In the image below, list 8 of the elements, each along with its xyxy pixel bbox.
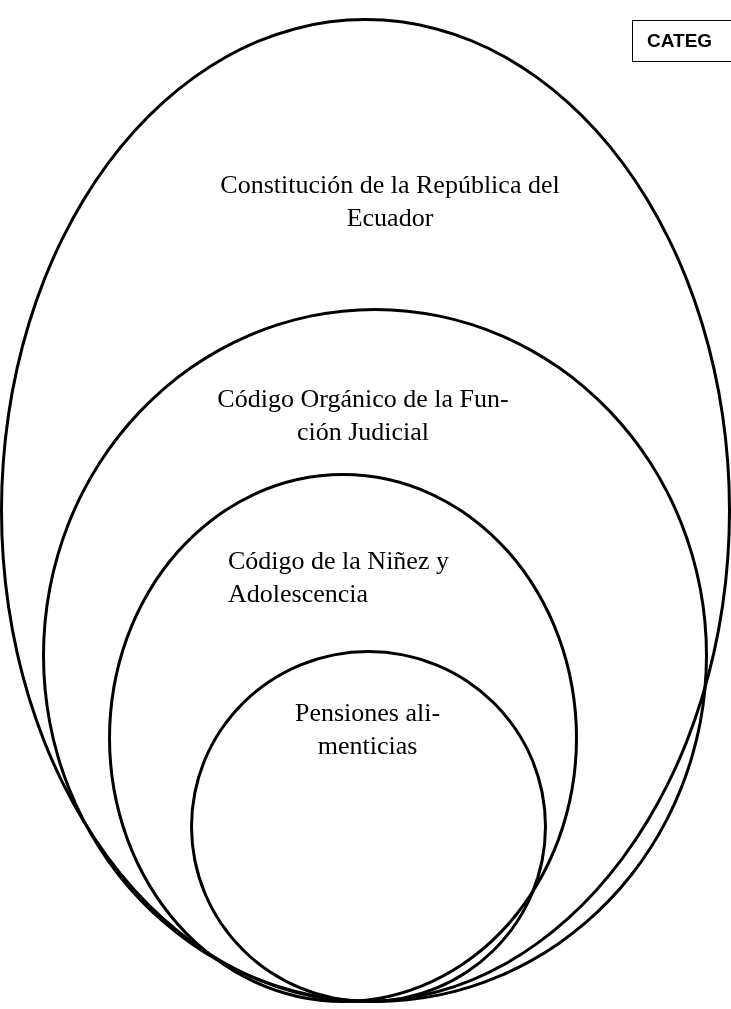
ellipse-label: Código Orgánico de la Fun- ción Judicial [216, 383, 510, 448]
nested-ellipse [190, 650, 547, 1003]
nested-ellipse [42, 308, 708, 1003]
box-label: CATEG [647, 30, 713, 52]
ellipse-label: Constitución de la República del Ecuador [219, 169, 561, 234]
ellipse-label: Código de la Niñez y Adolescencia [228, 545, 450, 610]
nested-ellipse [108, 473, 578, 1003]
ellipse-label: Pensiones ali- menticias [293, 697, 442, 762]
